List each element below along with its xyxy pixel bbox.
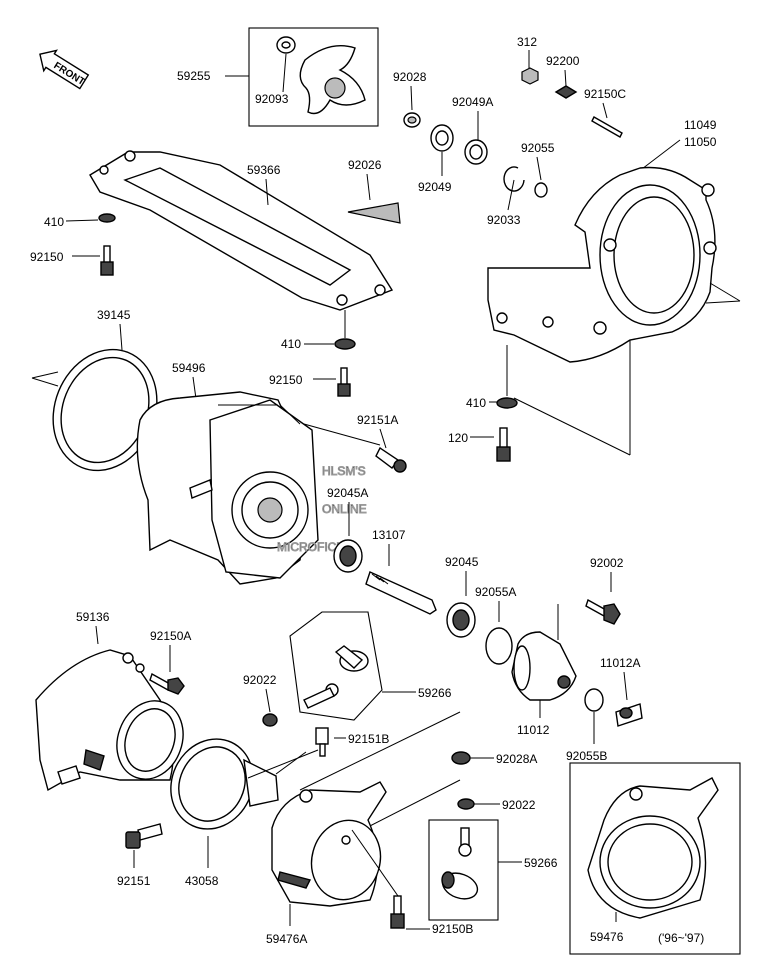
part-92028 <box>403 112 421 128</box>
label-92049A: 92049A <box>452 95 493 109</box>
label-years: ('96~'97) <box>658 931 704 945</box>
front-arrow: FRONT <box>39 49 90 90</box>
label-59476: 59476 <box>590 930 624 944</box>
bolt-92150B <box>390 895 405 929</box>
oring-92055B <box>584 688 604 712</box>
washer-92200 <box>554 85 578 99</box>
washer-410-a <box>98 213 116 223</box>
label-59496: 59496 <box>172 361 206 375</box>
label-410-a: 410 <box>44 215 64 229</box>
label-13107: 13107 <box>372 528 406 542</box>
label-92055-top: 92055 <box>521 141 555 155</box>
bearing-92045A <box>333 539 363 573</box>
pivot-59266-a <box>303 645 369 709</box>
bolt-92151A <box>375 446 407 473</box>
watermark-line2: ONLINE <box>322 502 367 516</box>
label-59366: 59366 <box>247 163 281 177</box>
label-39145: 39145 <box>97 308 131 322</box>
label-43058: 43058 <box>185 874 219 888</box>
plate-59366 <box>89 150 394 311</box>
pump-body-59496 <box>136 391 319 585</box>
impeller <box>276 36 366 115</box>
label-120: 120 <box>448 431 468 445</box>
label-410-c: 410 <box>466 396 486 410</box>
plug-92002 <box>585 598 621 625</box>
label-92028A: 92028A <box>496 752 537 766</box>
impeller-box <box>248 27 379 127</box>
label-92093: 92093 <box>255 92 289 106</box>
label-92151: 92151 <box>117 874 151 888</box>
stud-92150C <box>591 116 623 138</box>
pump-case-11049 <box>487 166 717 363</box>
box-59266-b <box>428 819 499 921</box>
label-92150-b: 92150 <box>269 373 303 387</box>
label-59476A: 59476A <box>266 932 307 946</box>
watermark-line1: HLSM'S <box>322 464 366 478</box>
box-59476 <box>569 762 741 955</box>
bolt-92150-b <box>337 367 351 397</box>
bearing-92045 <box>446 602 476 638</box>
label-92049: 92049 <box>418 180 452 194</box>
label-92150A: 92150A <box>150 629 191 643</box>
washer-92022-b <box>457 798 475 810</box>
washer-92022-a <box>262 713 278 727</box>
label-11012A: 11012A <box>600 656 640 670</box>
label-92022-a: 92022 <box>243 673 277 687</box>
ring-43058 <box>170 738 279 830</box>
plate-92026 <box>347 202 401 224</box>
label-59136: 59136 <box>76 610 110 624</box>
label-92055B: 92055B <box>566 749 607 763</box>
label-92150C: 92150C <box>584 87 626 101</box>
shaft-13107 <box>365 571 437 615</box>
label-92022-b: 92022 <box>502 798 536 812</box>
label-11012: 11012 <box>517 723 550 737</box>
bolt-92151 <box>125 823 163 849</box>
clip-92033 <box>503 166 525 192</box>
label-92045: 92045 <box>445 555 479 569</box>
cap-11012 <box>511 631 577 701</box>
deflector-59136 <box>35 649 184 792</box>
oring-92055A <box>485 627 513 665</box>
bracket-59266-a <box>289 611 383 721</box>
label-92200: 92200 <box>546 54 580 68</box>
label-92055A: 92055A <box>475 585 516 599</box>
seal-92049 <box>430 124 454 152</box>
bolt-120 <box>496 427 511 462</box>
washer-410-b <box>334 338 356 350</box>
deflector-59476 <box>587 777 719 919</box>
label-92045A: 92045A <box>327 486 368 500</box>
label-312: 312 <box>517 35 537 49</box>
nozzle-11012A <box>615 703 643 727</box>
label-92028: 92028 <box>393 70 427 84</box>
label-92150B: 92150B <box>432 922 473 936</box>
label-92026: 92026 <box>348 158 382 172</box>
bushing-92028A <box>451 751 471 765</box>
label-92150-a: 92150 <box>30 250 64 264</box>
label-11049: 11049 <box>684 118 717 132</box>
label-92002: 92002 <box>590 556 624 570</box>
label-92033: 92033 <box>487 213 521 227</box>
label-11050: 11050 <box>684 135 717 149</box>
bolt-92150-a <box>100 245 114 276</box>
ring-39145 <box>52 348 158 472</box>
label-92151B: 92151B <box>348 732 389 746</box>
bolt-92151B <box>315 727 329 757</box>
bolt-92150A <box>149 672 185 695</box>
label-59266-b: 59266 <box>524 856 558 870</box>
oring-92055-top <box>534 182 548 198</box>
label-410-b: 410 <box>281 337 301 351</box>
label-59266-a: 59266 <box>418 686 452 700</box>
label-59255: 59255 <box>177 69 211 83</box>
deflector-59476A <box>271 781 387 907</box>
washer-410-c <box>496 397 518 409</box>
label-92151A: 92151A <box>357 413 398 427</box>
nut-312 <box>521 67 539 85</box>
seal-92049A <box>464 139 488 165</box>
pivot-59266-b <box>441 827 479 900</box>
